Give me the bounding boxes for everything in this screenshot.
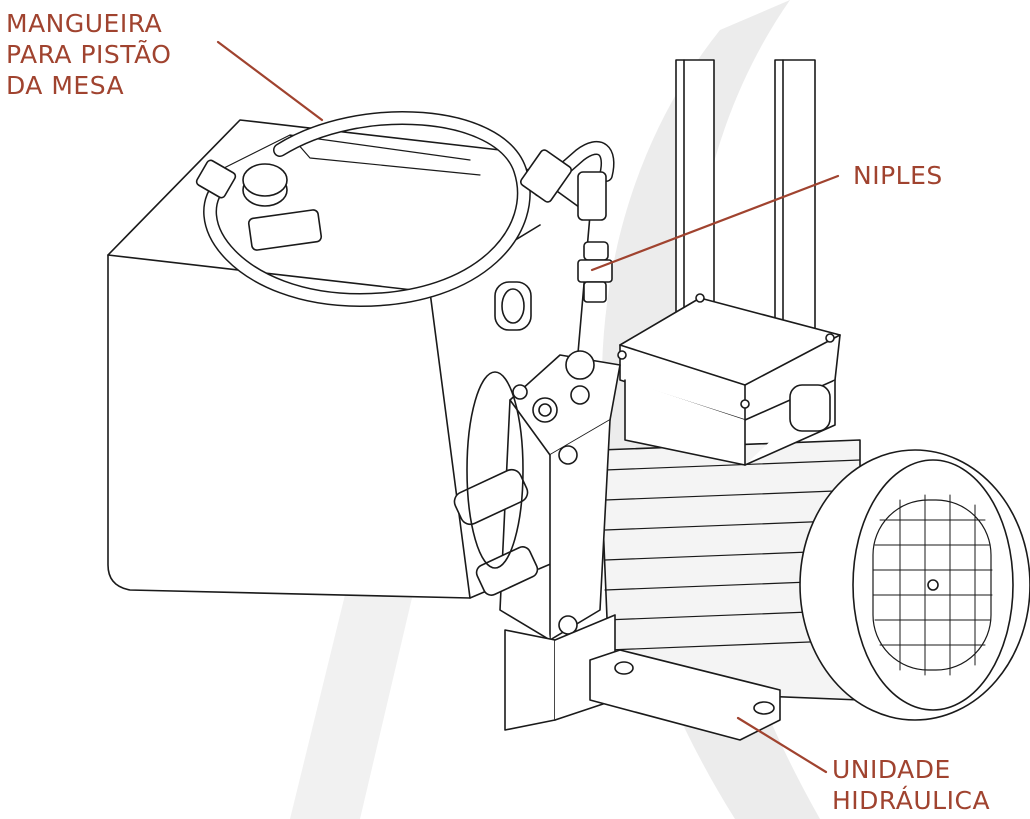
label-hose-to-table-piston: MANGUEIRA PARA PISTÃO DA MESA [6,8,171,101]
terminal-box [617,293,841,466]
label-line: PARA PISTÃO [6,40,172,69]
leader-unidade [736,716,828,774]
leader-niples [590,174,840,272]
nipple-fitting [577,241,613,303]
label-line: MANGUEIRA [6,9,163,38]
label-hydraulic-unit: UNIDADE HIDRÁULICA [832,754,990,816]
leader-lines [216,40,840,774]
valve-manifold [453,350,621,641]
electric-motor [599,439,1030,721]
leader-mangueira [216,40,324,122]
label-nipples: NIPLES [853,160,943,191]
oil-reservoir [107,119,591,599]
label-line: HIDRÁULICA [832,786,991,815]
mounting-bracket [504,614,781,741]
hose-to-table-piston [195,111,615,307]
label-line: DA MESA [6,71,125,100]
label-line: UNIDADE [832,755,951,784]
label-line: NIPLES [853,161,943,190]
